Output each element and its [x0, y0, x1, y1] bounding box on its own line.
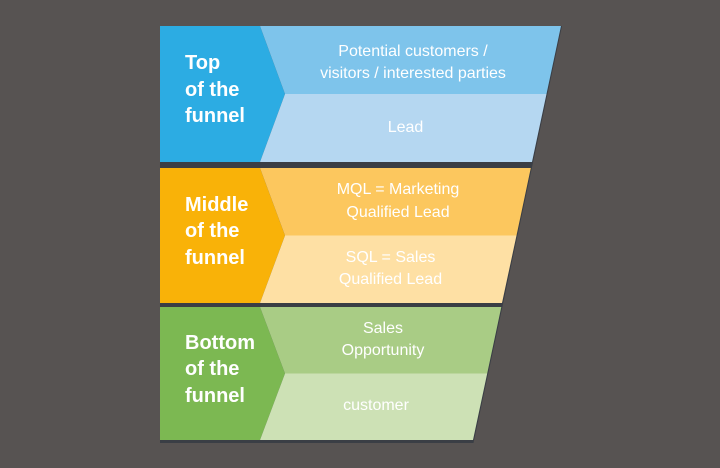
- stage-bottom-band-lower-shape: [260, 373, 488, 440]
- band-sql-text: SQL = Sales Qualified Lead: [338, 248, 443, 288]
- band-potential-customers-text: Potential customers / visitors / interes…: [320, 42, 506, 82]
- band-mql-text: MQL = Marketing Qualified Lead: [336, 181, 460, 221]
- stage-bottom-arrow-shape: [160, 307, 285, 440]
- band-sales-opportunity-text: Sales Opportunity: [341, 319, 425, 359]
- stage-middle-label: Middle of the funnel: [185, 193, 249, 269]
- stage-top-label: Top of the funnel: [185, 52, 245, 128]
- stage-top-arrow-shape: [160, 26, 285, 162]
- stage-top-band-upper-shape: [260, 26, 561, 94]
- stage-bottom-band-upper-shape: [260, 307, 502, 374]
- stage-middle-arrow-shape: [160, 168, 285, 303]
- stage-top-band-lower-shape: [260, 94, 547, 162]
- band-customer-text: customer: [343, 397, 409, 415]
- stage-bottom-label: Bottom of the funnel: [185, 331, 255, 407]
- stage-middle-band-upper-shape: [260, 168, 531, 236]
- stage-middle-band-lower-shape: [260, 235, 517, 303]
- band-lead-text: Lead: [387, 118, 424, 136]
